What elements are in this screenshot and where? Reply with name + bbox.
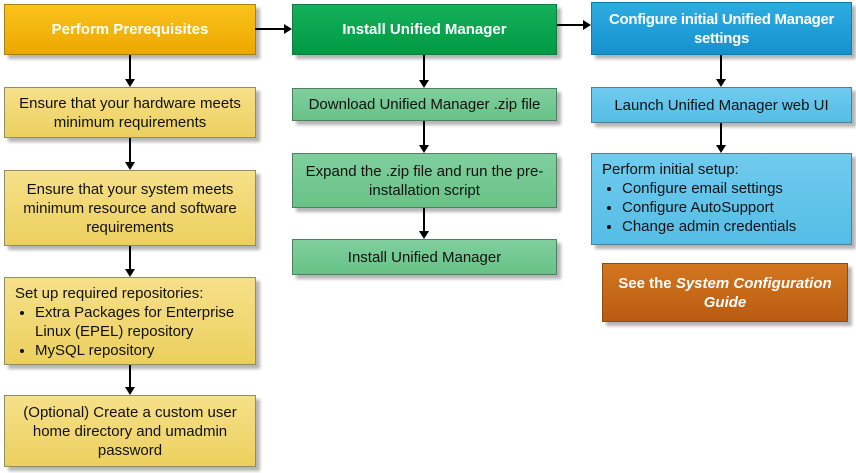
guide-title-italic: System Configuration Guide bbox=[675, 274, 832, 311]
step-label: Install Unified Manager bbox=[347, 248, 502, 266]
header-label: Perform Prerequisites bbox=[51, 21, 209, 38]
initial-setup-bullet-list: Configure email settings Configure AutoS… bbox=[602, 179, 843, 236]
step-setup-repositories: Set up required repositories: Extra Pack… bbox=[4, 277, 256, 365]
header-configure-initial-settings: Configure initial Unified Manager settin… bbox=[591, 2, 852, 55]
arrow-down-connector bbox=[125, 246, 135, 277]
repositories-bullet-list: Extra Packages for Enterprise Linux (EPE… bbox=[15, 303, 247, 360]
arrow-down-connector bbox=[716, 123, 726, 153]
arrow-down-connector bbox=[419, 55, 429, 88]
arrow-right-connector bbox=[557, 20, 591, 30]
step-download-zip: Download Unified Manager .zip file bbox=[292, 88, 557, 121]
step-label: (Optional) Create a custom user home dir… bbox=[23, 403, 237, 459]
arrow-right-connector bbox=[255, 24, 292, 34]
note-system-configuration-guide: See the System Configuration Guide bbox=[602, 263, 848, 322]
step-system-requirements: Ensure that your system meets minimum re… bbox=[4, 170, 256, 246]
arrow-down-connector bbox=[125, 138, 135, 170]
step-perform-initial-setup: Perform initial setup: Configure email s… bbox=[591, 153, 852, 245]
step-label: Ensure that your hardware meets minimum … bbox=[19, 94, 241, 131]
step-list-title: Perform initial setup: bbox=[602, 161, 739, 178]
step-install-unified-manager: Install Unified Manager bbox=[292, 239, 557, 275]
arrow-down-connector bbox=[125, 55, 135, 87]
arrow-down-connector bbox=[125, 365, 135, 395]
header-label: Configure initial Unified Manager settin… bbox=[608, 10, 835, 47]
bullet-item: MySQL repository bbox=[35, 341, 247, 360]
arrow-down-connector bbox=[716, 55, 726, 87]
arrow-down-connector bbox=[419, 121, 429, 153]
bullet-item: Extra Packages for Enterprise Linux (EPE… bbox=[35, 303, 247, 341]
step-label: Launch Unified Manager web UI bbox=[614, 96, 829, 114]
note-label: See the System Configuration Guide bbox=[618, 274, 832, 311]
bullet-item: Configure AutoSupport bbox=[622, 198, 843, 217]
header-perform-prerequisites: Perform Prerequisites bbox=[4, 4, 256, 55]
bullet-item: Configure email settings bbox=[622, 179, 843, 198]
step-label: Download Unified Manager .zip file bbox=[308, 96, 541, 113]
arrow-down-connector bbox=[419, 208, 429, 239]
step-optional-home-directory: (Optional) Create a custom user home dir… bbox=[4, 395, 256, 467]
step-label: Ensure that your system meets minimum re… bbox=[23, 180, 237, 236]
bullet-item: Change admin credentials bbox=[622, 217, 843, 236]
step-label: Expand the .zip file and run the pre-ins… bbox=[305, 162, 544, 199]
header-label: Install Unified Manager bbox=[342, 21, 507, 38]
step-expand-zip-run-script: Expand the .zip file and run the pre-ins… bbox=[292, 153, 557, 208]
step-hardware-requirements: Ensure that your hardware meets minimum … bbox=[4, 87, 256, 138]
header-install-unified-manager: Install Unified Manager bbox=[292, 4, 557, 55]
step-list-title: Set up required repositories: bbox=[15, 285, 204, 302]
step-launch-web-ui: Launch Unified Manager web UI bbox=[591, 87, 852, 123]
